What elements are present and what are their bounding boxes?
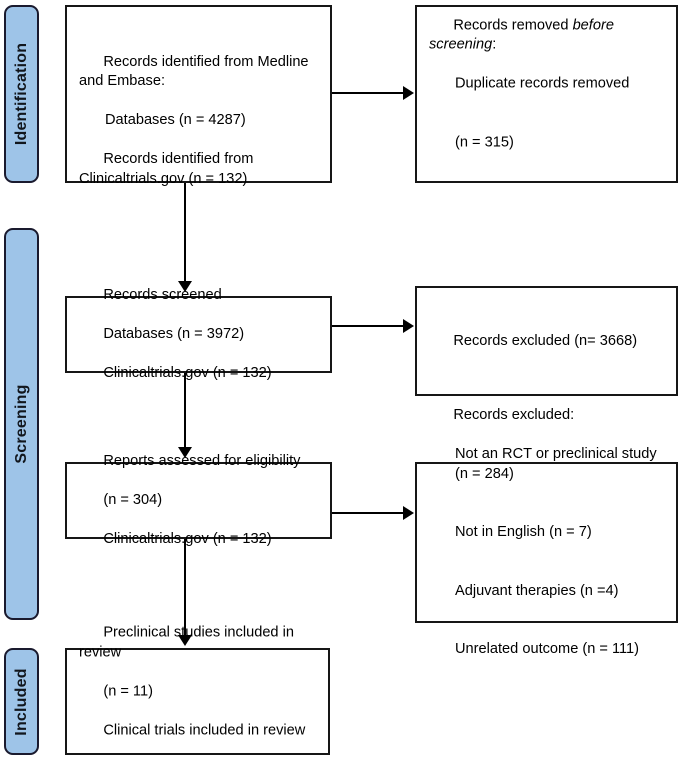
- excluded-eligibility-reason-4: Unrelated outcome (n = 111): [455, 641, 640, 657]
- box-records-identified: Records identified from Medline and Emba…: [65, 5, 332, 187]
- excluded-eligibility-reason-1: Not an RCT or preclinical study (n = 284…: [455, 446, 661, 482]
- stage-pill-identification: Identification: [4, 5, 39, 183]
- arrowhead-eligibility-to-included-icon: [178, 635, 192, 646]
- records-removed-line1-italic: before screening: [429, 17, 619, 53]
- connector-identified-to-removed: [332, 92, 404, 94]
- included-line2: (n = 11): [103, 683, 153, 699]
- stage-pill-screening: Screening: [4, 228, 39, 620]
- box-reports-assessed-text: Reports assessed for eligibility (n = 30…: [79, 432, 322, 569]
- arrowhead-screened-to-eligibility-icon: [178, 447, 192, 458]
- stage-label-included: Included: [12, 667, 30, 736]
- eligibility-line2: (n = 304): [103, 491, 163, 508]
- box-records-excluded-eligibility-text: Records excluded: Not an RCT or preclini…: [429, 387, 668, 699]
- records-removed-line1-tail: :: [492, 36, 497, 53]
- box-records-screened: Records screened Databases (n = 3972) Cl…: [65, 287, 332, 381]
- excluded-eligibility-reason-3: Adjuvant therapies (n =4): [455, 582, 619, 599]
- records-removed-line2: Duplicate records removed: [455, 75, 630, 92]
- box-studies-included-text: Preclinical studies included in review (…: [79, 604, 320, 760]
- box-studies-included: Preclinical studies included in review (…: [65, 625, 330, 755]
- eligibility-line1: Reports assessed for eligibility: [103, 452, 301, 469]
- excluded-eligibility-reason-2: Not in English (n = 7): [455, 524, 592, 540]
- box-records-removed-before-screening: Records removed before screening: Duplic…: [415, 5, 678, 183]
- records-identified-line2: Databases (n = 4287): [105, 112, 246, 128]
- box-records-excluded-screening: Records excluded (n= 3668): [415, 286, 678, 396]
- box-records-identified-text: Records identified from Medline and Emba…: [79, 33, 322, 209]
- connector-screened-to-excluded: [332, 325, 404, 327]
- excluded-eligibility-heading: Records excluded:: [453, 407, 575, 423]
- box-reports-assessed-eligibility: Reports assessed for eligibility (n = 30…: [65, 453, 332, 547]
- included-line1: Preclinical studies included in review: [79, 624, 299, 661]
- connector-eligibility-to-included: [184, 539, 186, 635]
- eligibility-line3: Clinicaltrials.gov (n = 132): [103, 530, 272, 547]
- box-records-excluded-eligibility: Records excluded: Not an RCT or preclini…: [415, 407, 678, 657]
- box-records-removed-text: Records removed before screening: Duplic…: [429, 0, 668, 192]
- records-removed-line3: (n = 315): [455, 134, 514, 150]
- records-excluded-screening-line1: Records excluded (n= 3668): [453, 332, 638, 349]
- connector-eligibility-to-excluded: [332, 512, 404, 514]
- records-removed-line1-plain: Records removed: [453, 17, 573, 33]
- stage-pill-included: Included: [4, 648, 39, 755]
- connector-identified-to-screened: [184, 183, 186, 281]
- box-records-screened-text: Records screened Databases (n = 3972) Cl…: [79, 266, 322, 403]
- arrowhead-identified-to-removed-icon: [403, 86, 414, 100]
- included-line3: Clinical trials included in review: [103, 722, 306, 738]
- records-screened-line1: Records screened: [103, 286, 222, 303]
- records-screened-line2: Databases (n = 3972): [103, 325, 245, 342]
- connector-screened-to-eligibility: [184, 373, 186, 447]
- records-identified-line1: Records identified from Medline and Emba…: [79, 53, 313, 90]
- stage-label-identification: Identification: [12, 42, 30, 146]
- arrowhead-screened-to-excluded-icon: [403, 319, 414, 333]
- records-identified-line3: Records identified from Clinicaltrials.g…: [79, 151, 258, 187]
- box-records-excluded-screening-text: Records excluded (n= 3668): [429, 312, 668, 371]
- arrowhead-identified-to-screened-icon: [178, 281, 192, 292]
- records-screened-line3: Clinicaltrials.gov (n = 132): [103, 364, 272, 381]
- stage-label-screening: Screening: [12, 384, 30, 464]
- arrowhead-eligibility-to-excluded-icon: [403, 506, 414, 520]
